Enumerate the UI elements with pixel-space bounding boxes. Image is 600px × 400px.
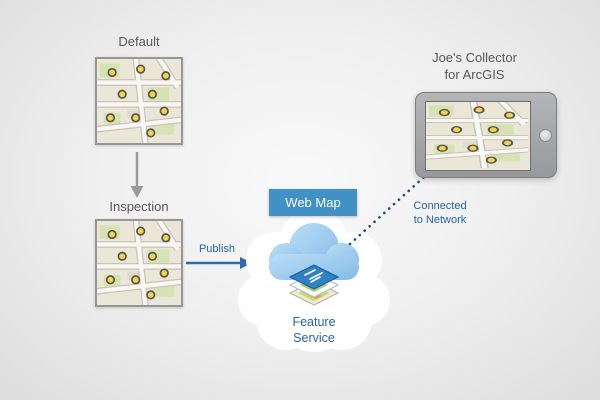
tablet-home-button bbox=[539, 129, 552, 142]
inspection-map-thumbnail bbox=[95, 219, 183, 307]
dotted-connection-line bbox=[348, 166, 436, 246]
publish-label: Publish bbox=[198, 243, 236, 255]
feature-service-label: Feature Service bbox=[292, 315, 336, 346]
tablet-device bbox=[415, 92, 557, 178]
device-label: Joe's Collector for ArcGIS bbox=[432, 50, 517, 82]
cloud-icon bbox=[238, 208, 390, 352]
inspection-map-label: Inspection bbox=[109, 199, 169, 214]
default-map-thumbnail bbox=[95, 57, 183, 145]
web-map-badge: Web Map bbox=[269, 189, 357, 216]
publish-arrow-icon bbox=[186, 257, 252, 269]
default-map-label: Default bbox=[118, 34, 160, 49]
tablet-screen-map bbox=[425, 101, 531, 171]
down-arrow-icon bbox=[130, 152, 144, 198]
layers-icon bbox=[288, 264, 340, 306]
connected-to-network-label: Connected to Network bbox=[413, 200, 467, 227]
